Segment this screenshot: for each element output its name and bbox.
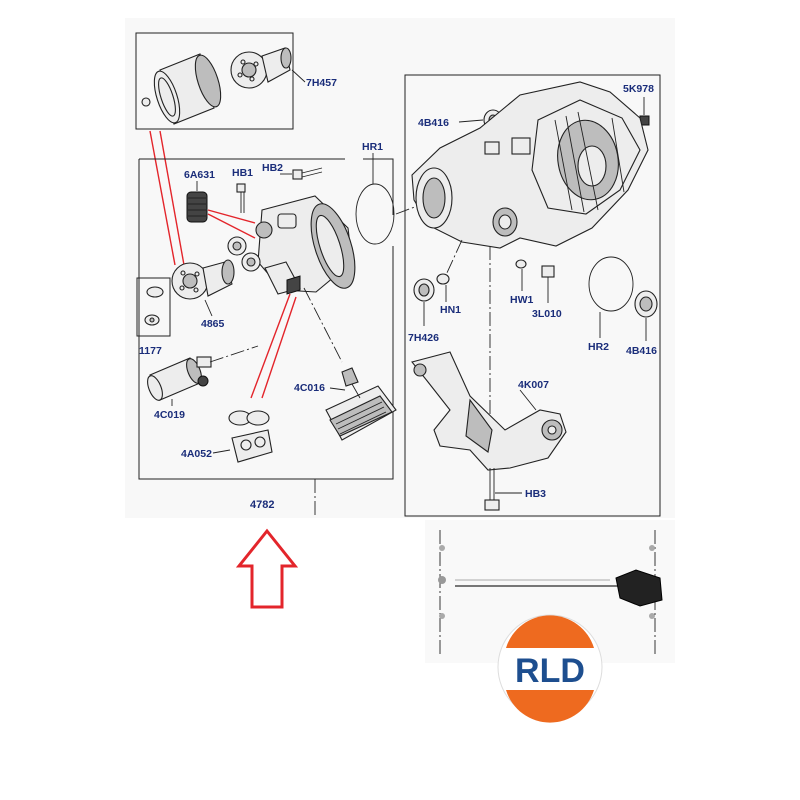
clutch-hub [230,47,292,89]
label-4b416-bottom[interactable]: 4B416 [626,345,657,357]
label-5k978[interactable]: 5K978 [623,83,654,95]
red-leader-1 [149,130,176,266]
bolt-hb3 [484,468,500,511]
seal-4b416-bottom [634,290,658,318]
hub-part-4865 [171,259,235,300]
coupling-assembly: 7H457 6A631 HB1 [135,32,397,518]
nut-hn1 [436,273,450,285]
differential-thumbnail [615,569,663,607]
filter-part-6a631 [186,191,208,223]
washer-hw1 [515,259,527,269]
coupling-body [227,195,356,295]
bolt-3l010 [541,265,555,303]
label-4b416-top[interactable]: 4B416 [418,117,449,129]
rld-logo: RLD [497,614,603,723]
label-3l010[interactable]: 3L010 [532,308,562,320]
label-4782[interactable]: 4782 [250,499,274,511]
label-1177[interactable]: 1177 [139,345,162,357]
label-hr1[interactable]: HR1 [362,141,383,153]
inset-box-1177 [136,277,171,337]
oring-hr1 [355,183,395,245]
logo-text: RLD [515,652,585,690]
inset-box-7h457 [135,32,294,130]
bracket-4k007 [411,351,567,471]
label-hb2[interactable]: HB2 [262,162,283,174]
bolt-hb1 [236,183,246,213]
label-4k007[interactable]: 4K007 [518,379,549,391]
gasket-set-4a052 [228,410,273,463]
label-4c019[interactable]: 4C019 [154,409,185,421]
label-hb3[interactable]: HB3 [525,488,546,500]
differential-assembly: 4B416 5K978 HW1 [404,74,661,547]
label-7h426[interactable]: 7H426 [408,332,439,344]
oring-hr2 [588,256,634,312]
label-4c016[interactable]: 4C016 [294,382,325,394]
differential-housing [411,81,649,249]
small-washer [141,97,151,107]
motor-part-4c019 [147,356,212,401]
label-hr2[interactable]: HR2 [588,341,609,353]
bolt-hb2 [292,167,323,180]
label-hb1[interactable]: HB1 [232,167,253,179]
frame-4200 [404,74,661,517]
red-arrow-up-icon [235,528,299,609]
label-4865[interactable]: 4865 [201,318,225,330]
drum-part [153,53,222,125]
control-unit-4c016 [303,287,397,441]
label-7h457[interactable]: 7H457 [306,77,337,89]
label-hn1[interactable]: HN1 [440,304,461,316]
label-6a631[interactable]: 6A631 [184,169,215,181]
seal-7h426 [413,278,435,302]
label-hw1[interactable]: HW1 [510,294,533,306]
label-4a052[interactable]: 4A052 [181,448,212,460]
red-leader-2 [159,130,185,266]
